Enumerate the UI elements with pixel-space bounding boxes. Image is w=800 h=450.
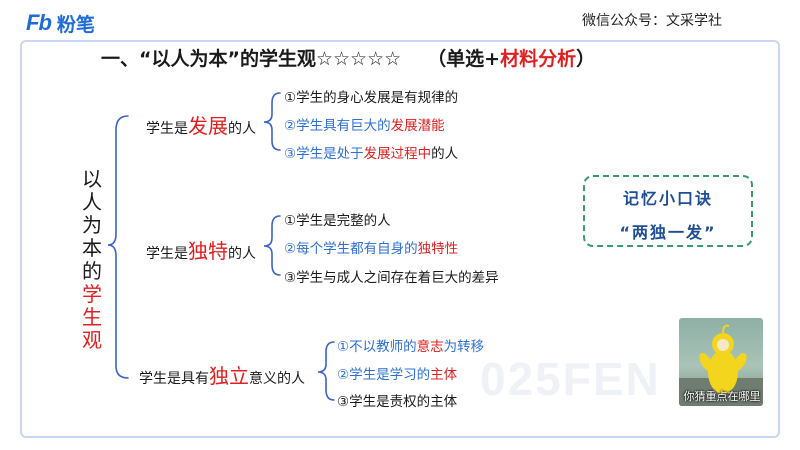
leaf-item: ②每个学生都有自身的独特性 — [284, 237, 458, 257]
memory-tip-box: 记忆小口诀 “两独一发” — [583, 175, 753, 247]
leaf-item: ③学生是处于发展过程中的人 — [284, 142, 458, 162]
logo-text: 粉笔 — [56, 13, 95, 36]
leaf-seg: 的人 — [431, 146, 459, 162]
leaf-seg: ②学生是学习的 — [337, 367, 431, 383]
title-type-highlight: 材料分析 — [500, 48, 577, 70]
branch3-brace — [317, 341, 335, 401]
leaf-seg: ①学生是完整的人 — [284, 213, 391, 229]
root-label-black: 以人为本的 — [82, 167, 102, 283]
slide-frame — [20, 40, 780, 438]
leaf-item: ①学生是完整的人 — [284, 209, 391, 229]
branch-post: 的人 — [228, 246, 256, 262]
leaf-seg: 独特性 — [417, 241, 459, 257]
publisher-caption: 微信公众号：文采学社 — [582, 13, 722, 29]
branch2-brace — [263, 215, 281, 276]
leaf-seg: ①学生的身心发展是有规律的 — [284, 90, 459, 106]
branch-post: 的人 — [228, 121, 256, 137]
teletubby-icon — [679, 324, 763, 406]
logo-fb-mark: Fb — [26, 10, 52, 35]
leaf-seg: 主体 — [430, 367, 458, 383]
leaf-seg: ①不以教师的 — [337, 339, 417, 355]
memory-tip-phrase: “两独一发” — [619, 223, 717, 242]
leaf-item: ①学生的身心发展是有规律的 — [284, 86, 458, 106]
memory-tip-title: 记忆小口诀 — [622, 189, 713, 208]
branch-pre: 学生是 — [146, 246, 188, 262]
branch-key: 发展 — [188, 114, 228, 138]
leaf-seg: ③学生是责权的主体 — [337, 394, 458, 410]
branch-pre: 学生是 — [146, 121, 188, 137]
root-label-red: 学生观 — [82, 282, 102, 352]
leaf-item: ③学生与成人之间存在着巨大的差异 — [284, 266, 499, 286]
branch-pre: 学生是具有 — [139, 371, 209, 387]
page-title: 一、“以人为本”的学生观☆☆☆☆☆ （单选+材料分析） — [101, 44, 595, 71]
fenbi-logo: Fb 粉笔 — [26, 8, 95, 38]
main-brace — [107, 115, 129, 379]
leaf-seg: 发展过程中 — [363, 146, 432, 162]
leaf-seg: 意志 — [416, 339, 444, 355]
meme-caption: 你猜重点在哪里 — [683, 390, 761, 403]
branch-post: 意义的人 — [249, 371, 305, 387]
branch1-brace — [263, 92, 281, 151]
leaf-seg: ②学生具有巨大的 — [284, 118, 391, 134]
title-type-open: （单选+ — [427, 48, 501, 70]
branch-development: 学生是发展的人 — [146, 110, 256, 139]
title-type-close: ） — [576, 48, 596, 70]
watermark: 025FEN — [480, 353, 661, 405]
branch-key: 独立 — [209, 364, 249, 388]
branch-unique: 学生是独特的人 — [146, 235, 256, 264]
leaf-item: ③学生是责权的主体 — [337, 390, 457, 410]
branch-key: 独特 — [188, 239, 228, 263]
leaf-seg: 发展潜能 — [390, 118, 445, 134]
meme-sticker-image — [679, 318, 763, 406]
root-concept: 以人为本的学生观 — [79, 168, 105, 352]
leaf-seg: ③学生是处于 — [284, 146, 364, 162]
branch-independent: 学生是具有独立意义的人 — [139, 360, 305, 389]
leaf-item: ②学生具有巨大的发展潜能 — [284, 114, 445, 134]
leaf-seg: ②每个学生都有自身的 — [284, 241, 418, 257]
leaf-seg: ③学生与成人之间存在着巨大的差异 — [284, 270, 499, 286]
leaf-item: ②学生是学习的主体 — [337, 363, 457, 383]
title-main: 一、“以人为本”的学生观☆☆☆☆☆ — [101, 48, 402, 70]
leaf-item: ①不以教师的意志为转移 — [337, 335, 484, 355]
leaf-seg: 为转移 — [443, 339, 485, 355]
